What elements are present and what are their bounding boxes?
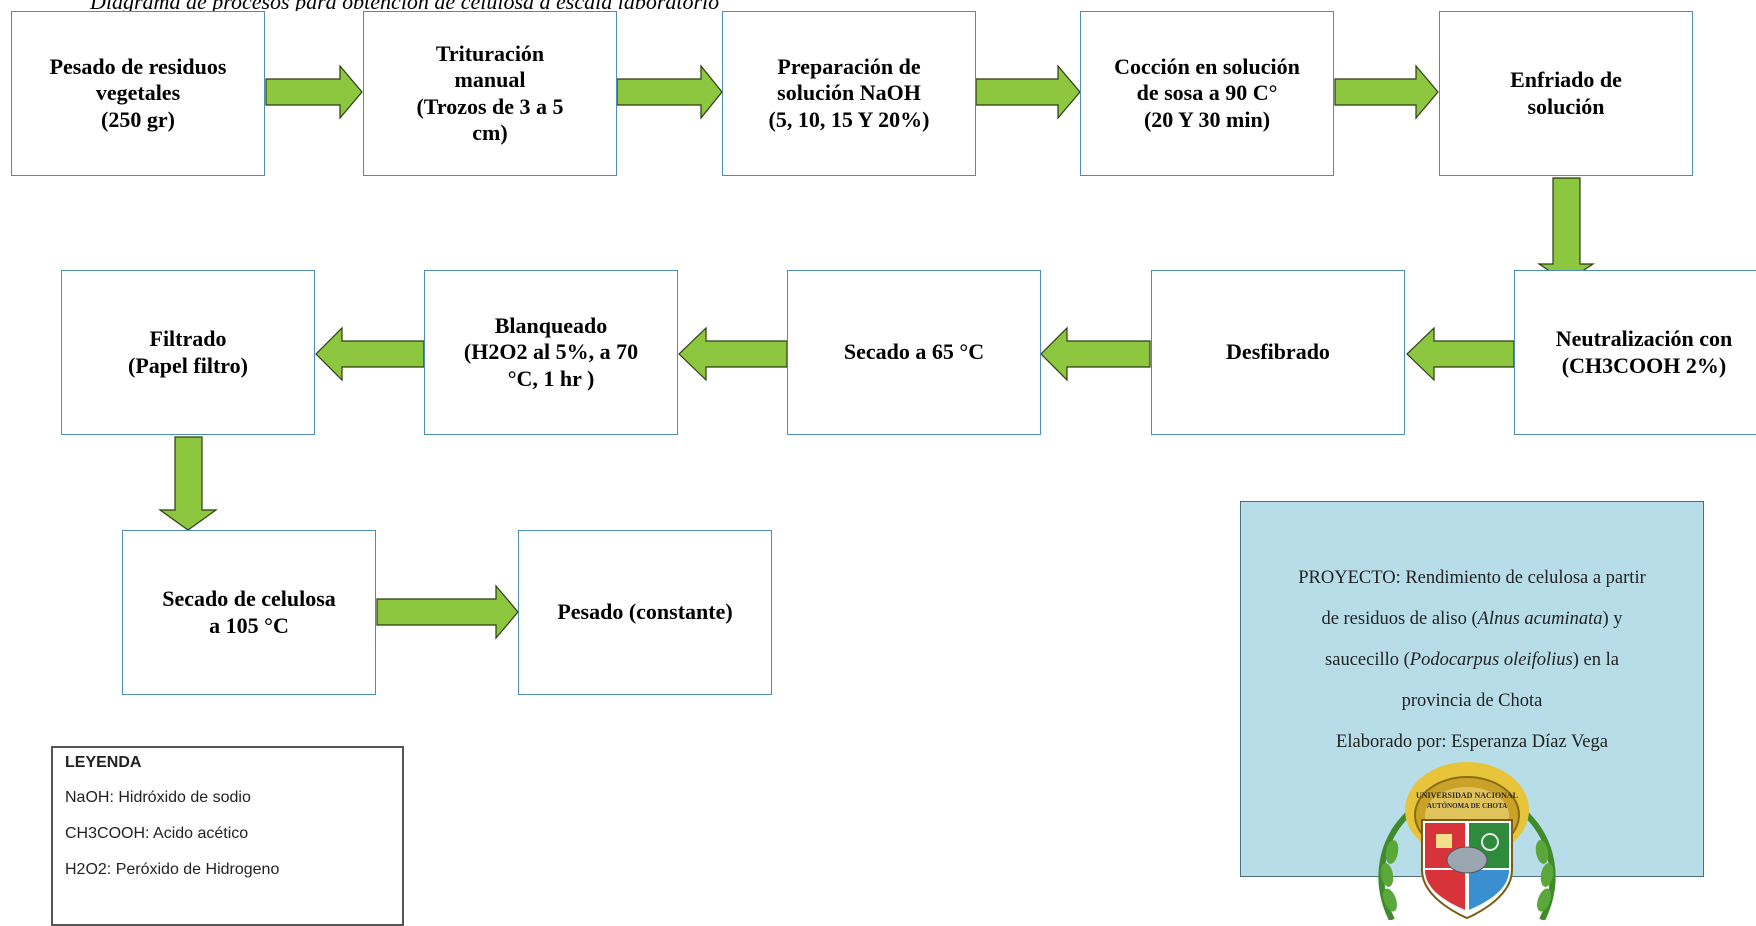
step-pesado-residuos: Pesado de residuos vegetales (250 gr) bbox=[11, 11, 265, 176]
university-seal-logo: UNIVERSIDAD NACIONAL AUTÓNOMA DE CHOTA bbox=[1378, 762, 1556, 920]
arrow-6-to-7 bbox=[1406, 326, 1515, 382]
step-secado-65: Secado a 65 °C bbox=[787, 270, 1041, 435]
step-secado-celulosa: Secado de celulosa a 105 °C bbox=[122, 530, 376, 695]
project-line-3: saucecillo (Podocarpus oleifolius) en la bbox=[1325, 650, 1619, 670]
arrow-5-to-6 bbox=[1537, 177, 1595, 283]
step-preparacion-naoh: Preparación de solución NaOH (5, 10, 15 … bbox=[722, 11, 976, 176]
project-line-1: PROYECTO: Rendimiento de celulosa a part… bbox=[1298, 568, 1646, 588]
arrow-4-to-5 bbox=[1334, 64, 1439, 120]
step-coccion: Cocción en solución de sosa a 90 C° (20 … bbox=[1080, 11, 1334, 176]
arrow-2-to-3 bbox=[616, 64, 723, 120]
step-pesado-constante: Pesado (constante) bbox=[518, 530, 772, 695]
step-trituracion: Trituración manual (Trozos de 3 a 5 cm) bbox=[363, 11, 617, 176]
seal-text-top: UNIVERSIDAD NACIONAL bbox=[1416, 791, 1518, 800]
step-neutralizacion: Neutralización con (CH3COOH 2%) bbox=[1514, 270, 1756, 435]
project-author: Elaborado por: Esperanza Díaz Vega bbox=[1336, 732, 1608, 752]
project-line-4: provincia de Chota bbox=[1401, 691, 1543, 711]
arrow-8-to-9 bbox=[678, 326, 788, 382]
diagram-caption: Diagrama de procesos para obtención de c… bbox=[90, 0, 1090, 11]
arrow-10-to-11 bbox=[158, 436, 218, 531]
project-line-2: de residuos de aliso (Alnus acuminata) y bbox=[1321, 609, 1623, 629]
legend-item: CH3COOH: Acido acético bbox=[65, 825, 249, 842]
arrow-7-to-8 bbox=[1040, 326, 1151, 382]
arrow-3-to-4 bbox=[975, 64, 1081, 120]
legend-item: NaOH: Hidróxido de sodio bbox=[65, 789, 251, 806]
arrow-9-to-10 bbox=[315, 326, 425, 382]
legend-item: H2O2: Peróxido de Hidrogeno bbox=[65, 861, 280, 878]
step-blanqueado: Blanqueado (H2O2 al 5%, a 70 °C, 1 hr ) bbox=[424, 270, 678, 435]
legend-title: LEYENDA bbox=[65, 754, 142, 771]
arrow-1-to-2 bbox=[265, 64, 363, 120]
seal-text-bottom: AUTÓNOMA DE CHOTA bbox=[1427, 802, 1507, 810]
arrow-11-to-12 bbox=[376, 584, 519, 640]
step-filtrado: Filtrado (Papel filtro) bbox=[61, 270, 315, 435]
step-enfriado: Enfriado de solución bbox=[1439, 11, 1693, 176]
step-desfibrado: Desfibrado bbox=[1151, 270, 1405, 435]
legend-box: LEYENDA NaOH: Hidróxido de sodio CH3COOH… bbox=[51, 746, 404, 926]
